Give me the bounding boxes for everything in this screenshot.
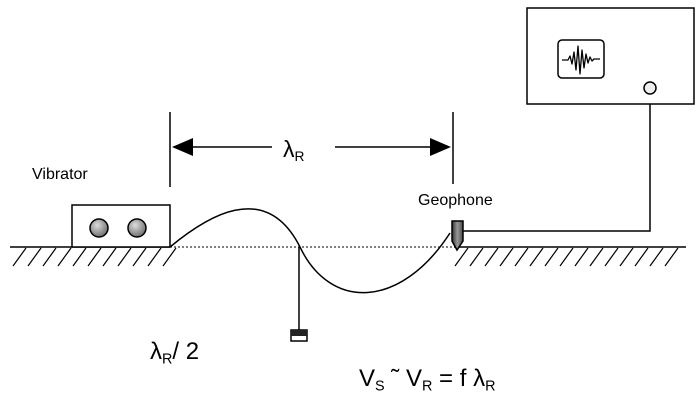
hatch-tick bbox=[484, 247, 499, 267]
hatch-tick bbox=[499, 247, 514, 267]
geophone-sensor bbox=[451, 220, 464, 252]
hatch-tick bbox=[27, 247, 42, 267]
hatch-tick bbox=[619, 247, 634, 267]
half-wavelength-suffix: / 2 bbox=[172, 338, 200, 365]
hatch-tick bbox=[117, 247, 132, 267]
hatch-tick bbox=[147, 247, 162, 267]
arrowhead-right bbox=[430, 138, 451, 156]
formula-vr: V bbox=[405, 365, 422, 392]
hatch-tick bbox=[12, 247, 27, 267]
hatch-tick bbox=[454, 247, 469, 267]
hatch-tick bbox=[664, 247, 679, 267]
wavelength-label: λR bbox=[280, 136, 308, 165]
formula-lambda-sub: R bbox=[485, 378, 496, 395]
hatch-tick bbox=[529, 247, 544, 267]
hatch-tick bbox=[469, 247, 484, 267]
vibrator-label: Vibrator bbox=[32, 166, 88, 183]
particle-motion-indicator bbox=[290, 247, 308, 342]
wavelength-symbol: λ bbox=[283, 136, 295, 162]
half-wavelength-label: λR/ 2 bbox=[150, 340, 199, 367]
vibrator-box bbox=[71, 204, 171, 248]
arrowhead-left bbox=[172, 138, 193, 156]
hatch-tick bbox=[604, 247, 619, 267]
hatch-tick bbox=[42, 247, 57, 267]
seismic-wiggle-icon bbox=[562, 45, 600, 75]
hatch-tick bbox=[634, 247, 649, 267]
hatch-tick bbox=[57, 247, 72, 267]
formula-approx: ˜ bbox=[384, 365, 406, 392]
geophone-label: Geophone bbox=[418, 192, 493, 209]
vibrator-disk-right bbox=[127, 218, 147, 238]
hatch-tick bbox=[132, 247, 147, 267]
wavelength-subscript: R bbox=[294, 149, 305, 165]
hatch-tick bbox=[589, 247, 604, 267]
hatch-tick bbox=[544, 247, 559, 267]
rayleigh-wave-curve bbox=[169, 208, 451, 294]
hatch-tick bbox=[162, 247, 177, 267]
vibrator-disk-left bbox=[89, 218, 109, 238]
hatch-tick bbox=[87, 247, 102, 267]
hatch-tick bbox=[649, 247, 664, 267]
formula-lambda: λ bbox=[473, 365, 486, 392]
formula-equals: = f bbox=[432, 365, 474, 392]
half-wavelength-symbol: λ bbox=[150, 338, 162, 365]
formula-vs-sub: S bbox=[375, 378, 385, 395]
hatch-tick bbox=[514, 247, 529, 267]
geophone-cable bbox=[463, 95, 651, 232]
formula-vs: V bbox=[359, 365, 376, 392]
wavelength-dimension bbox=[169, 112, 454, 187]
input-jack-icon bbox=[643, 81, 657, 95]
hatch-tick bbox=[102, 247, 117, 267]
half-wavelength-subscript: R bbox=[162, 351, 173, 368]
ground-hatching bbox=[12, 247, 679, 267]
formula-vr-sub: R bbox=[421, 378, 433, 395]
hatch-tick bbox=[72, 247, 87, 267]
hatch-tick bbox=[559, 247, 574, 267]
hatch-tick bbox=[574, 247, 589, 267]
recording-unit bbox=[526, 7, 695, 105]
velocity-formula: VS ˜ VR = f λR bbox=[359, 367, 495, 394]
